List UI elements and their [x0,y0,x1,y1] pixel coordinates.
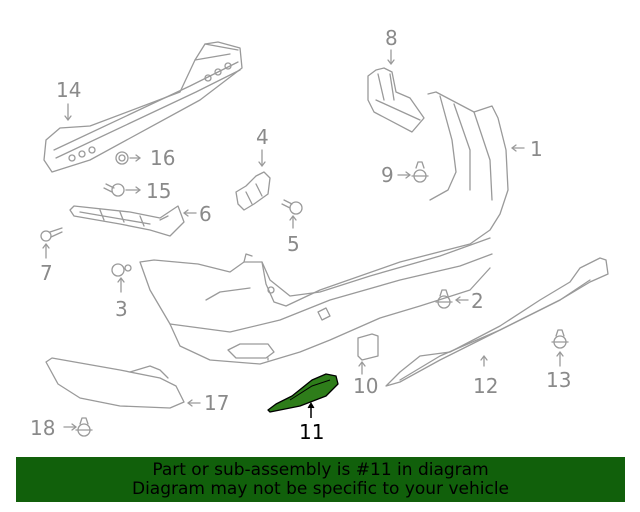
info-banner: Part or sub-assembly is #11 in diagram D… [16,457,625,502]
clip-part-13 [551,329,569,367]
bracket-part-6 [69,205,197,237]
callout-6[interactable]: 6 [199,202,212,226]
callout-17[interactable]: 17 [204,391,230,415]
parts-diagram [40,41,609,437]
lower-garnish-part-12 [385,257,609,387]
bolt-part-15 [103,183,141,197]
reflector-part-17 [45,357,201,409]
callout-1[interactable]: 1 [530,137,543,161]
callout-13[interactable]: 13 [546,368,572,392]
callout-8[interactable]: 8 [385,26,398,50]
screw-part-7 [40,227,63,259]
bracket-part-4 [235,149,271,211]
banner-line-disclaimer: Diagram may not be specific to your vehi… [131,479,509,499]
callout-16[interactable]: 16 [150,146,176,170]
clip-part-9 [397,161,429,183]
reinforcement-beam-part-14 [43,41,243,173]
clip-part-2 [435,289,469,309]
clip-part-3 [111,263,132,293]
callout-4[interactable]: 4 [256,125,269,149]
callout-2[interactable]: 2 [471,289,484,313]
bumper-cover-part-1 [139,91,509,365]
nut-part-16 [115,151,141,165]
cap-part-10 [357,333,379,375]
banner-line-part-number: Part or sub-assembly is #11 in diagram [152,460,489,480]
callout-11[interactable]: 11 [299,420,325,444]
callout-14[interactable]: 14 [56,78,82,102]
clip-part-18 [63,417,93,437]
callout-5[interactable]: 5 [287,232,300,256]
highlighted-part-11[interactable] [267,373,339,418]
callout-3[interactable]: 3 [115,297,128,321]
callout-9[interactable]: 9 [381,163,394,187]
callout-7[interactable]: 7 [40,261,53,285]
callout-10[interactable]: 10 [353,374,379,398]
callout-18[interactable]: 18 [30,416,56,440]
callout-15[interactable]: 15 [146,179,172,203]
screw-part-5 [281,199,303,229]
bracket-part-8 [367,49,425,133]
callout-12[interactable]: 12 [473,374,499,398]
